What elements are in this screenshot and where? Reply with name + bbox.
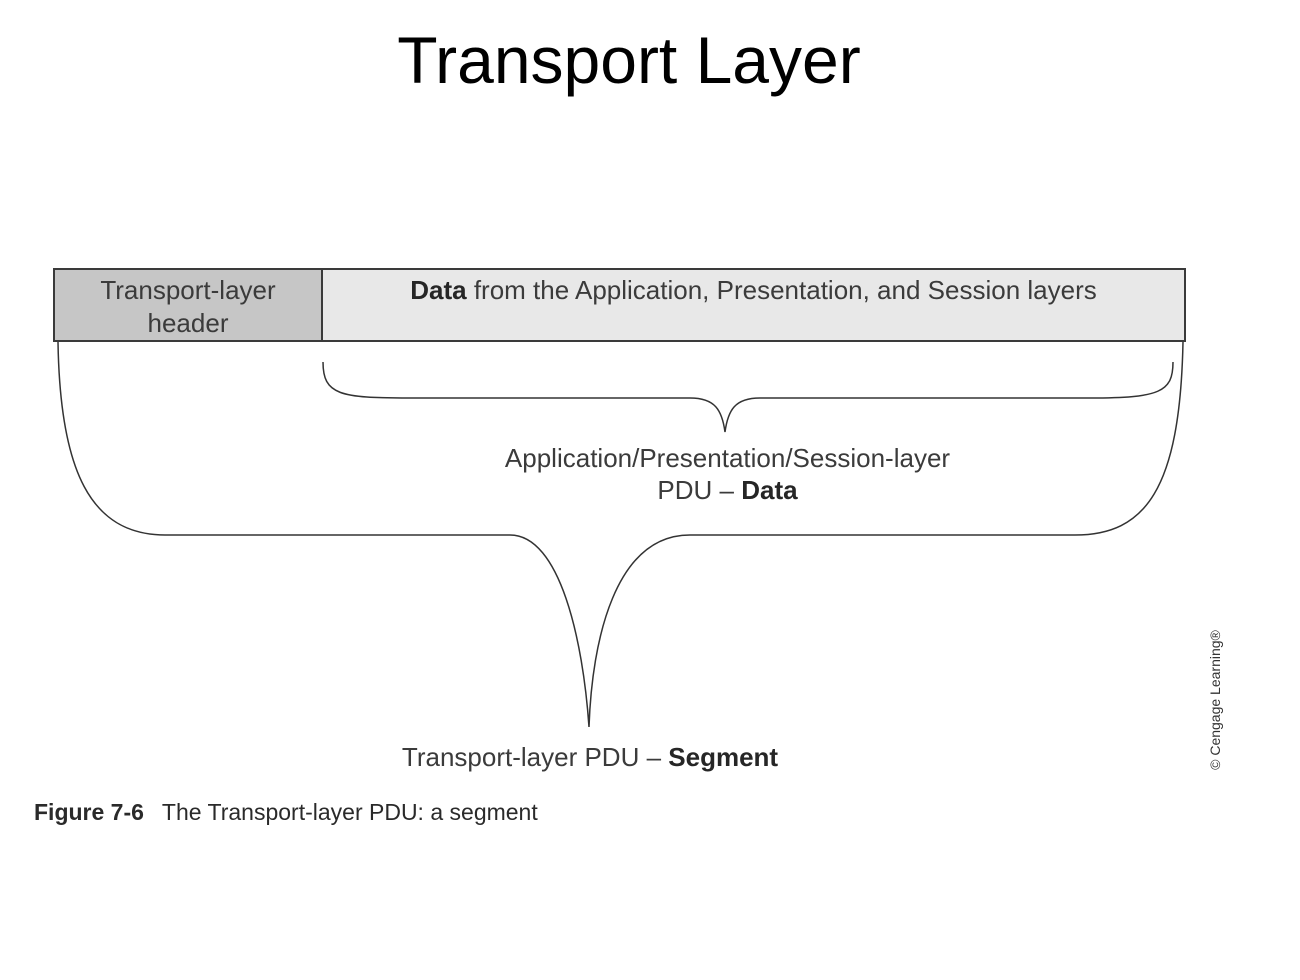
segment-pdu-bold: Segment: [668, 742, 779, 772]
segment-pdu-label: Transport-layer PDU – Segment: [360, 741, 820, 773]
copyright-notice: © Cengage Learning®: [1207, 630, 1223, 770]
data-pdu-label-line-1: Application/Presentation/Session-layer: [504, 443, 951, 473]
outer-brace: [57, 341, 1184, 728]
segment-pdu-prefix: Transport-layer PDU –: [401, 742, 669, 772]
figure-caption: Figure 7-6 The Transport-layer PDU: a seg…: [34, 797, 538, 827]
data-pdu-bold: Data: [741, 475, 798, 505]
header-cell-line-1: Transport-layer: [100, 275, 276, 305]
figure-caption-text: The Transport-layer PDU: a segment: [161, 799, 538, 825]
inner-brace: [322, 361, 1174, 433]
header-cell-line-2: header: [147, 308, 229, 338]
data-pdu-label: Application/Presentation/Session-layer P…: [440, 442, 1015, 506]
data-cell-bold-text: Data: [410, 275, 467, 305]
data-payload-cell: Data from the Application, Presentation,…: [323, 270, 1184, 340]
data-pdu-prefix: PDU –: [657, 475, 742, 505]
data-pdu-label-line-2: PDU – Data: [440, 474, 1015, 506]
slide-title: Transport Layer: [397, 23, 861, 97]
segment-diagram-bar: Transport-layer header Data from the App…: [53, 268, 1186, 342]
figure-number: Figure 7-6: [34, 799, 144, 825]
transport-header-cell: Transport-layer header: [55, 270, 323, 340]
data-cell-text: from the Application, Presentation, and …: [466, 275, 1097, 305]
